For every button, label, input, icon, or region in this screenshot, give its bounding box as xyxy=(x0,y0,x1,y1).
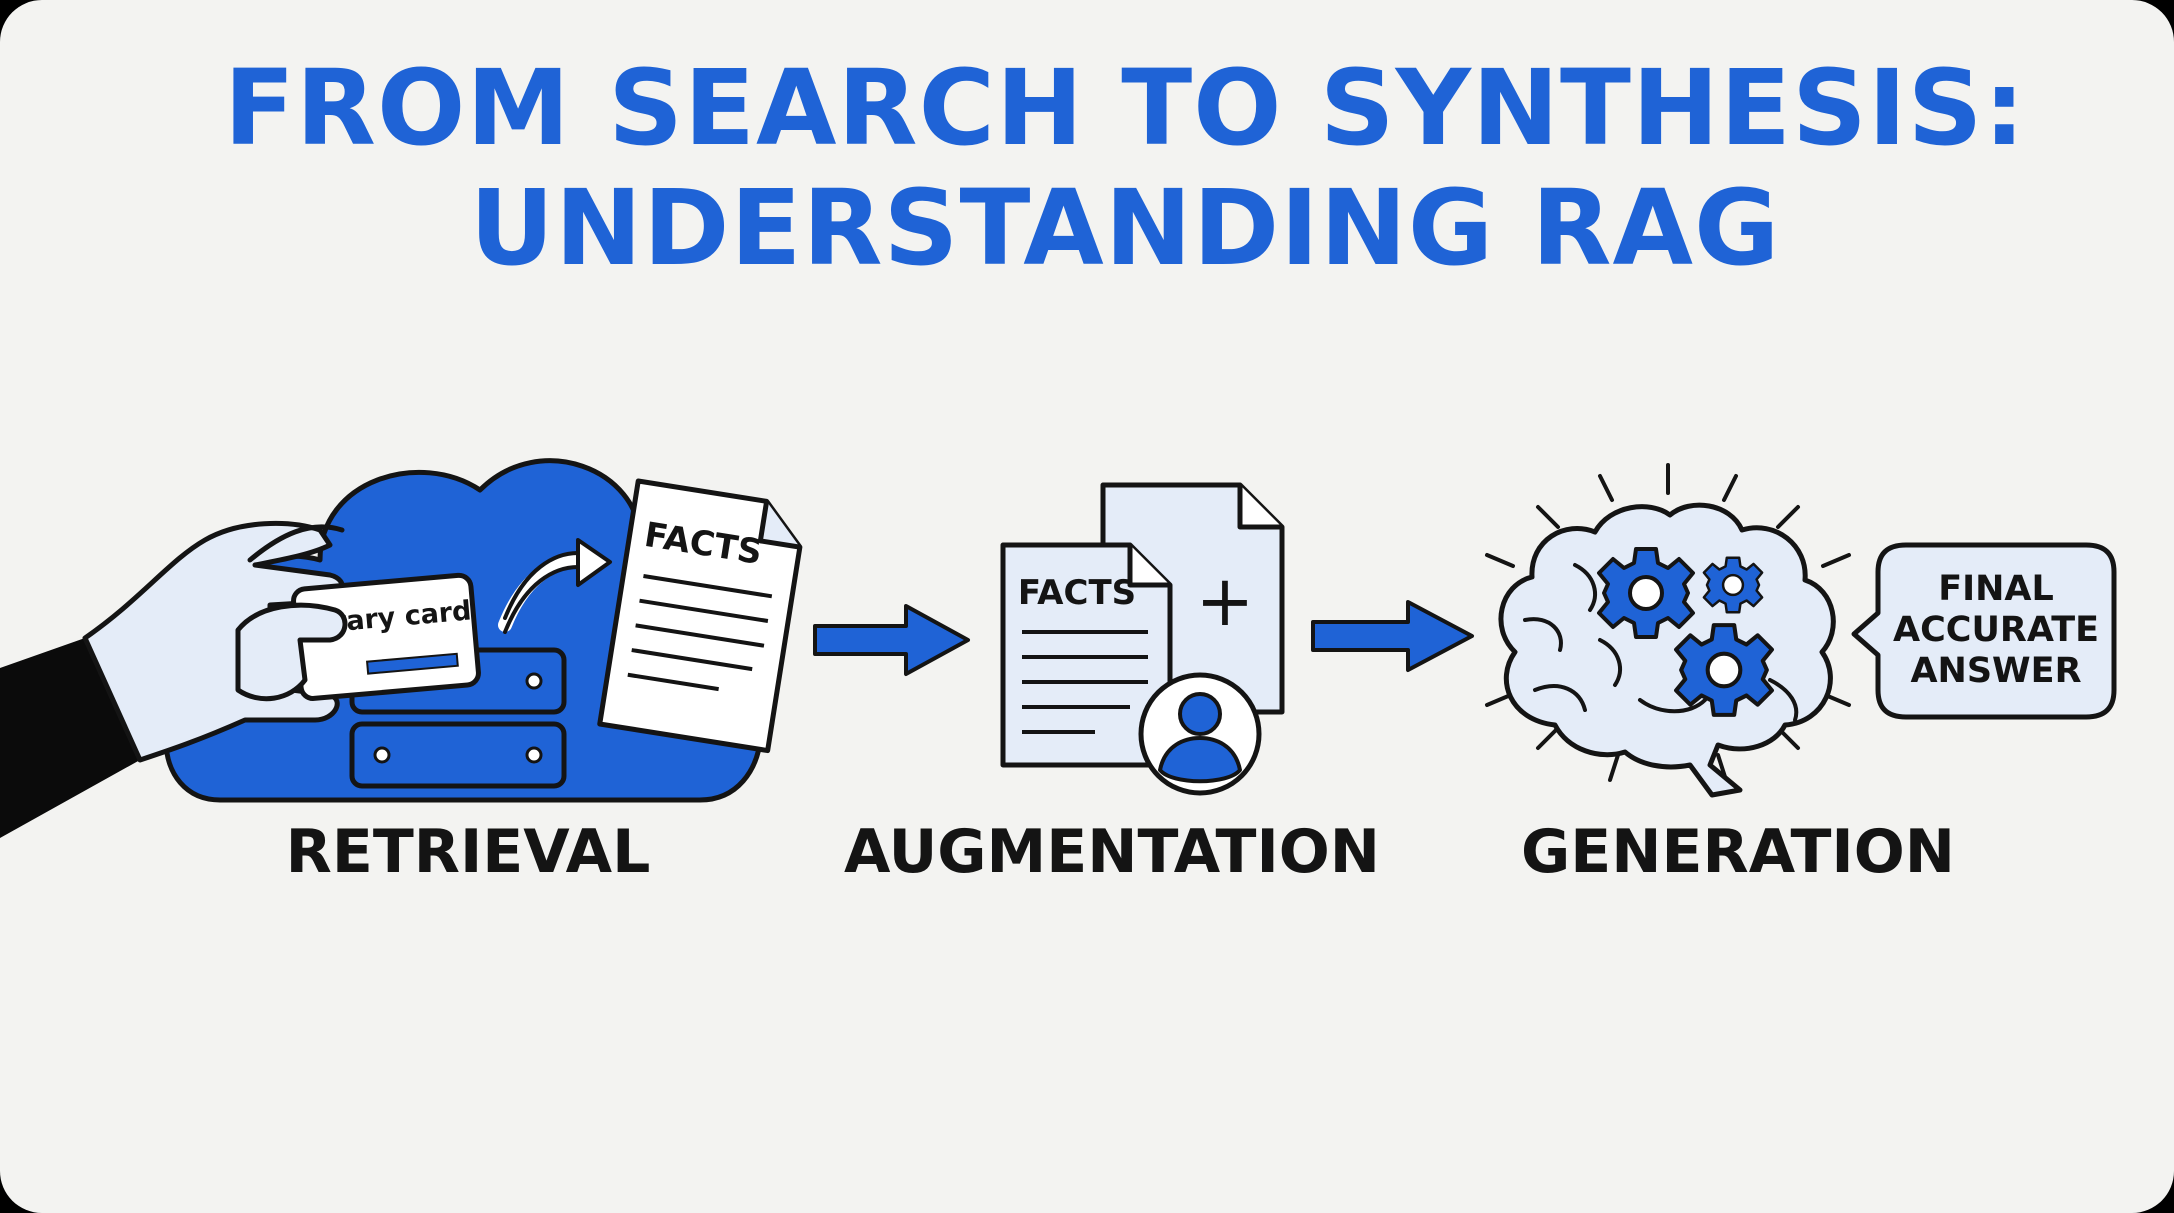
arrow-right-icon xyxy=(813,604,970,676)
generation-illustration: FINAL ACCURATE ANSWER xyxy=(1485,463,2117,798)
user-icon xyxy=(1138,672,1262,796)
arrow-right-icon xyxy=(1311,600,1474,672)
brain-icon xyxy=(1498,502,1836,798)
augmentation-doc-label: FACTS xyxy=(1018,573,1136,613)
document-icon: FACTS xyxy=(597,478,803,754)
gear-icon xyxy=(1676,625,1772,715)
answer-line-3: ANSWER xyxy=(1910,651,2081,691)
gear-icon xyxy=(1597,547,1695,639)
answer-line-1: FINAL xyxy=(1938,569,2054,609)
page-title-line-1: FROM SEARCH TO SYNTHESIS: xyxy=(223,47,2027,169)
stage-label-retrieval: RETRIEVAL xyxy=(285,817,651,887)
answer-line-2: ACCURATE xyxy=(1893,610,2099,650)
hand-thumb-icon xyxy=(235,602,348,702)
stage-label-augmentation: AUGMENTATION xyxy=(844,817,1380,887)
plus-icon: + xyxy=(1196,560,1255,642)
speech-bubble-icon: FINAL ACCURATE ANSWER xyxy=(1851,542,2117,720)
curved-arrow-icon xyxy=(498,553,592,632)
page-title-line-2: UNDERSTANDING RAG xyxy=(469,167,1781,289)
augmentation-illustration: + FACTS xyxy=(1000,482,1285,796)
gear-icon xyxy=(1702,556,1764,614)
plus-symbol: + xyxy=(1196,560,1255,642)
retrieval-illustration: library card FACTS xyxy=(0,458,803,838)
stage-label-generation: GENERATION xyxy=(1521,817,1955,887)
document-icon: FACTS xyxy=(1000,542,1173,768)
